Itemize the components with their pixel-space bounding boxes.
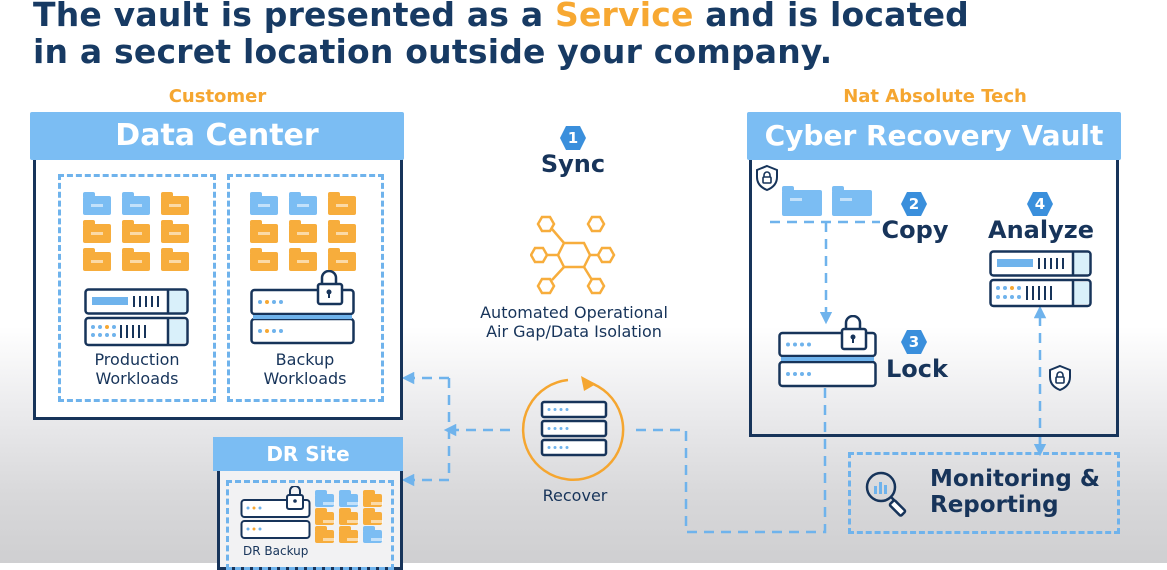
folder-icon: [289, 248, 317, 271]
step-3-title: Lock: [886, 355, 948, 383]
headline: The vault is presented as a Service and …: [33, 0, 969, 70]
folder-icon: [315, 526, 335, 543]
folder-icon: [289, 220, 317, 243]
folder-icon: [328, 220, 356, 243]
lock-server-icon: [778, 315, 877, 388]
folder-icon: [161, 192, 189, 215]
folder-icon: [832, 186, 872, 216]
step-2-badge: 2: [900, 191, 928, 217]
folder-icon: [122, 192, 150, 215]
step-1-badge: 1: [559, 125, 587, 151]
recover-cycle-icon: [521, 376, 625, 481]
folder-icon: [315, 490, 335, 507]
folder-icon: [315, 508, 335, 525]
folder-icon: [328, 192, 356, 215]
folder-icon: [83, 192, 111, 215]
folder-icon: [363, 508, 383, 525]
backup-server-lock-icon: [250, 270, 355, 345]
folder-icon: [161, 220, 189, 243]
monitoring-zone: [848, 452, 1120, 534]
folder-icon: [363, 526, 383, 543]
network-hexagons-icon: [530, 215, 616, 295]
data-center-title: Data Center: [30, 112, 404, 160]
headline-line-2: in a secret location outside your compan…: [33, 32, 833, 71]
monitoring-label: Monitoring & Reporting: [930, 466, 1100, 518]
backup-zone: [227, 174, 384, 402]
step-4-title: Analyze: [988, 216, 1094, 244]
folder-icon: [122, 220, 150, 243]
vault-folders: [782, 186, 872, 220]
backup-label: Backup Workloads: [263, 350, 347, 388]
folder-icon: [363, 490, 383, 507]
folder-icon: [339, 526, 359, 543]
folder-icon: [782, 186, 822, 216]
dr-site-title: DR Site: [213, 437, 403, 471]
folder-icon: [83, 248, 111, 271]
folder-icon: [250, 248, 278, 271]
step-3-badge: 3: [900, 329, 928, 355]
analyze-server-icon: [989, 250, 1092, 308]
folder-icon: [339, 508, 359, 525]
airgap-description: Automated Operational Air Gap/Data Isola…: [480, 303, 668, 341]
folder-icon: [250, 192, 278, 215]
folder-icon: [122, 248, 150, 271]
backup-folders: [250, 192, 370, 276]
production-folders: [83, 192, 203, 276]
headline-line-1: The vault is presented as a Service and …: [33, 0, 969, 33]
step-2-title: Copy: [881, 216, 949, 244]
recover-label: Recover: [542, 486, 608, 505]
shield-lock-icon: [1049, 364, 1071, 392]
vault-title: Cyber Recovery Vault: [747, 112, 1121, 160]
folder-icon: [161, 248, 189, 271]
dr-backup-label: DR Backup: [243, 544, 309, 558]
production-label: Production Workloads: [94, 350, 180, 388]
magnifier-chart-icon: [865, 471, 907, 517]
folder-icon: [250, 220, 278, 243]
folder-icon: [328, 248, 356, 271]
dr-folders: [315, 490, 387, 546]
production-zone: [58, 174, 216, 402]
vault-owner-label: Nat Absolute Tech: [843, 86, 1027, 107]
folder-icon: [289, 192, 317, 215]
production-server-icon: [84, 288, 189, 347]
step-4-badge: 4: [1026, 191, 1054, 217]
customer-owner-label: Customer: [168, 86, 267, 107]
folder-icon: [83, 220, 111, 243]
shield-lock-icon: [756, 164, 778, 192]
step-1-title: Sync: [540, 150, 606, 178]
dr-backup-server-lock-icon: [240, 486, 311, 539]
headline-highlight: Service: [554, 0, 694, 34]
copy-to-lock-line: [770, 220, 880, 318]
folder-icon: [339, 490, 359, 507]
